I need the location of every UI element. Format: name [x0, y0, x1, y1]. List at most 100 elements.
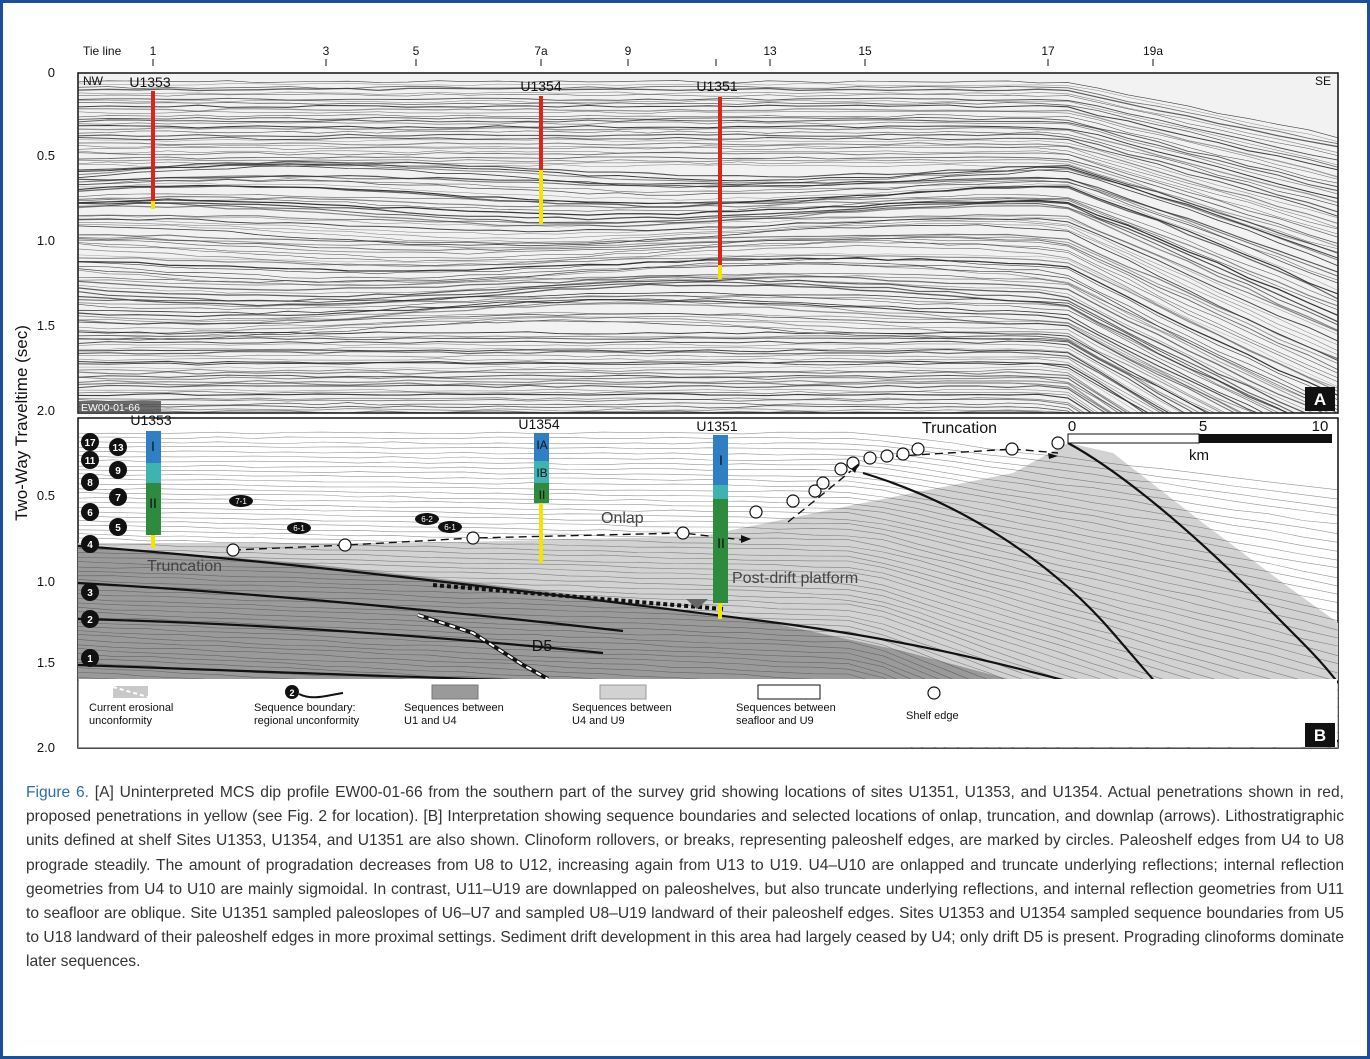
borehole-u1354: IA IB II — [534, 433, 549, 563]
legend-erosional-line2: unconformity — [89, 715, 152, 727]
legend-seafloor-line1: Sequences between — [736, 702, 836, 714]
site-b-u1351: U1351 — [696, 418, 737, 434]
panel-a-letter-box — [1305, 387, 1335, 411]
inline-7-1: 7-1 — [235, 497, 247, 506]
truncation-left-label: Truncation — [147, 558, 222, 575]
onlap-label: Onlap — [601, 510, 644, 527]
borehole-u1351: I II — [713, 435, 728, 619]
tie-line-15: 15 — [858, 44, 872, 58]
panel-a-letter: A — [1314, 390, 1326, 409]
seq-17: 17 — [84, 438, 96, 449]
drift-label: D5 — [532, 638, 553, 655]
legend-u4-u9: Sequences between U4 and U9 — [572, 684, 672, 727]
inline-6-2: 6-2 — [421, 515, 433, 524]
shelf-edge-circles — [226, 436, 1065, 557]
platform-marker — [686, 599, 708, 609]
lith-u1354-II: II — [539, 488, 546, 502]
borehole-a-u1354-actual — [539, 96, 543, 170]
legend-shelf-edge-label: Shelf edge — [906, 710, 959, 722]
seq-1: 1 — [87, 654, 93, 665]
borehole-a-u1354-proposed — [539, 170, 543, 224]
legend-seafloor-u9: Sequences between seafloor and U9 — [736, 684, 836, 727]
scale-unit: km — [1189, 447, 1209, 464]
legend-seafloor-line2: seafloor and U9 — [736, 715, 814, 727]
lith-u1354-IA: IA — [536, 438, 547, 452]
panel-a-ticks: 0 0.5 1.0 1.5 2.0 — [37, 65, 55, 418]
legend-boundary-line1: Sequence boundary: — [254, 702, 356, 714]
panel-b-letter: B — [1314, 726, 1326, 745]
legend-erosional: Current erosional unconformity — [89, 686, 173, 727]
tick-a-15: 1.5 — [37, 318, 55, 333]
tie-line-ticks — [152, 59, 1154, 66]
caption-lead: Figure 6. — [26, 784, 89, 801]
legend-u4u9-line2: U4 and U9 — [572, 715, 625, 727]
lith-u1353-I: I — [151, 438, 155, 454]
post-drift-label: Post-drift platform — [732, 570, 858, 587]
truncation-top-label: Truncation — [922, 420, 997, 437]
sequence-number-markers: 17 13 11 9 8 7 6 5 4 3 2 1 — [81, 433, 127, 667]
legend-u1u4-line2: U1 and U4 — [404, 715, 457, 727]
scale-5: 5 — [1199, 418, 1207, 435]
y-axis-label: Two-Way Traveltime (sec) — [12, 325, 31, 521]
seq-9: 9 — [115, 466, 121, 477]
seq-4: 4 — [87, 540, 93, 551]
tick-a-20: 2.0 — [37, 403, 55, 418]
tie-line-17: 17 — [1041, 44, 1055, 58]
legend-u4u9-line1: Sequences between — [572, 702, 672, 714]
caption-body: [A] Uninterpreted MCS dip profile EW00-0… — [26, 784, 1344, 971]
seq-5: 5 — [115, 523, 121, 534]
site-b-u1354: U1354 — [518, 416, 559, 432]
inline-sequence-labels: 7-1 6-1 6-2 6-1 — [229, 495, 462, 534]
tick-b-05: 0.5 — [37, 488, 55, 503]
se-label: SE — [1315, 74, 1331, 88]
site-a-u1353: U1353 — [129, 74, 170, 90]
seq-7: 7 — [115, 493, 121, 504]
lith-u1354-IB: IB — [536, 466, 547, 480]
tie-line-7a: 7a — [534, 44, 548, 58]
seq-6: 6 — [87, 508, 93, 519]
borehole-a-u1353-actual — [151, 91, 155, 201]
legend-boundary-number: 2 — [289, 688, 294, 698]
legend-boundary-line2: regional unconformity — [254, 715, 360, 727]
tie-line-label: Tie line — [83, 44, 122, 58]
borehole-a-u1351-proposed — [718, 265, 722, 279]
tie-line-labels: 1 3 5 7a 9 13 15 17 19a — [150, 44, 1164, 58]
site-b-u1353: U1353 — [130, 412, 171, 428]
tick-b-20: 2.0 — [37, 740, 55, 755]
inline-6-1-a: 6-1 — [293, 524, 305, 533]
panel-b-letter-box — [1305, 723, 1335, 747]
seq-11: 11 — [85, 456, 96, 467]
line-id: EW00-01-66 — [81, 402, 140, 414]
seq-13: 13 — [112, 443, 124, 454]
downlap-arrows — [741, 453, 1058, 543]
panel-b-ticks: 0.5 1.0 1.5 2.0 — [37, 488, 55, 755]
legend-erosional-line1: Current erosional — [89, 702, 173, 714]
tie-line-9: 9 — [625, 44, 632, 58]
borehole-u1353: I II — [146, 431, 161, 548]
tick-a-10: 1.0 — [37, 233, 55, 248]
scale-bar: 0 5 10 km — [1067, 418, 1332, 464]
borehole-a-u1353-proposed — [151, 201, 155, 209]
figure-graphic: Tie line 1 3 5 7a 9 13 15 17 19a Two-Way… — [12, 44, 1339, 755]
figure-caption: Figure 6. [A] Uninterpreted MCS dip prof… — [26, 781, 1344, 975]
tie-line-3: 3 — [323, 44, 330, 58]
tie-line-1: 1 — [150, 44, 157, 58]
site-a-u1354: U1354 — [520, 78, 561, 94]
legend-shelf-edge: Shelf edge — [906, 686, 959, 722]
seq-3: 3 — [87, 588, 93, 599]
legend-u1u4-line1: Sequences between — [404, 702, 504, 714]
tick-a-05: 0.5 — [37, 148, 55, 163]
panel-b-interpretation: I II IA IB II I — [77, 412, 1339, 749]
lith-u1351-I: I — [719, 452, 723, 468]
tick-a-0: 0 — [48, 65, 55, 80]
scale-10: 10 — [1312, 418, 1329, 435]
nw-label: NW — [83, 74, 104, 88]
scale-0: 0 — [1068, 418, 1076, 435]
seq-8: 8 — [87, 478, 93, 489]
tie-line-19a: 19a — [1143, 44, 1163, 58]
figure: Tie line 1 3 5 7a 9 13 15 17 19a Two-Way… — [3, 3, 1367, 763]
borehole-a-u1351-actual — [718, 97, 722, 265]
inline-6-1-b: 6-1 — [444, 523, 456, 532]
tick-b-15: 1.5 — [37, 655, 55, 670]
